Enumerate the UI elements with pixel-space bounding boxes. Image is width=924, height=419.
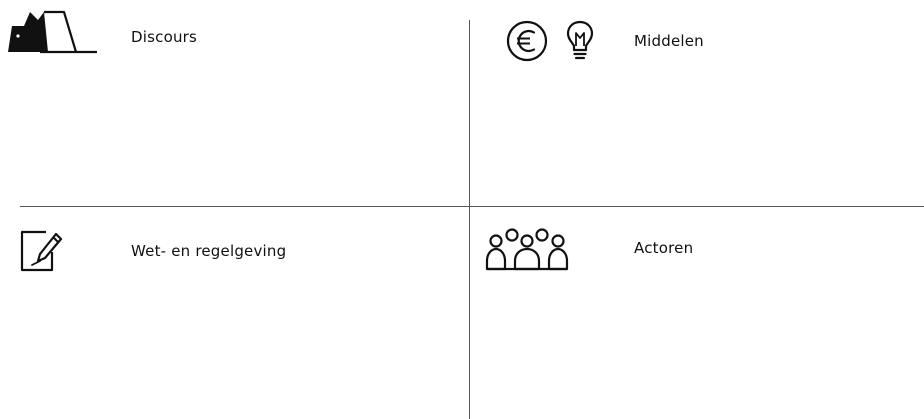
quadrant-label-middelen: Middelen xyxy=(634,32,704,50)
quadrant-label-discours: Discours xyxy=(131,28,198,46)
quadrant-label-actoren: Actoren xyxy=(634,239,694,257)
lightbulb-icon xyxy=(566,20,594,60)
horizontal-divider xyxy=(20,206,924,207)
landscape-icon xyxy=(8,10,97,54)
euro-coin-icon xyxy=(506,20,548,62)
quadrant-label-wet-en-regelgeving: Wet- en regelgeving xyxy=(131,242,287,260)
people-group-icon xyxy=(485,228,569,271)
document-pencil-icon xyxy=(20,230,63,272)
vertical-divider xyxy=(469,20,470,419)
